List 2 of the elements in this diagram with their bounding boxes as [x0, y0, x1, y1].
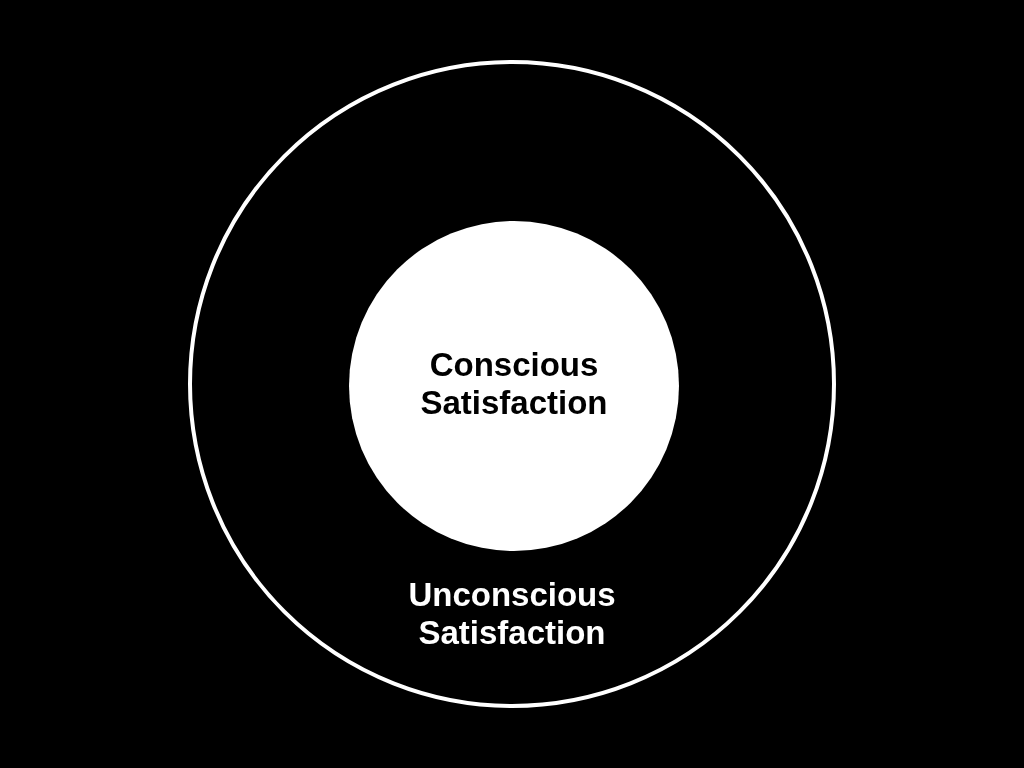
circle-label: Conscious Satisfaction [419, 346, 609, 422]
circle-label: Unconscious Satisfaction [407, 576, 617, 652]
